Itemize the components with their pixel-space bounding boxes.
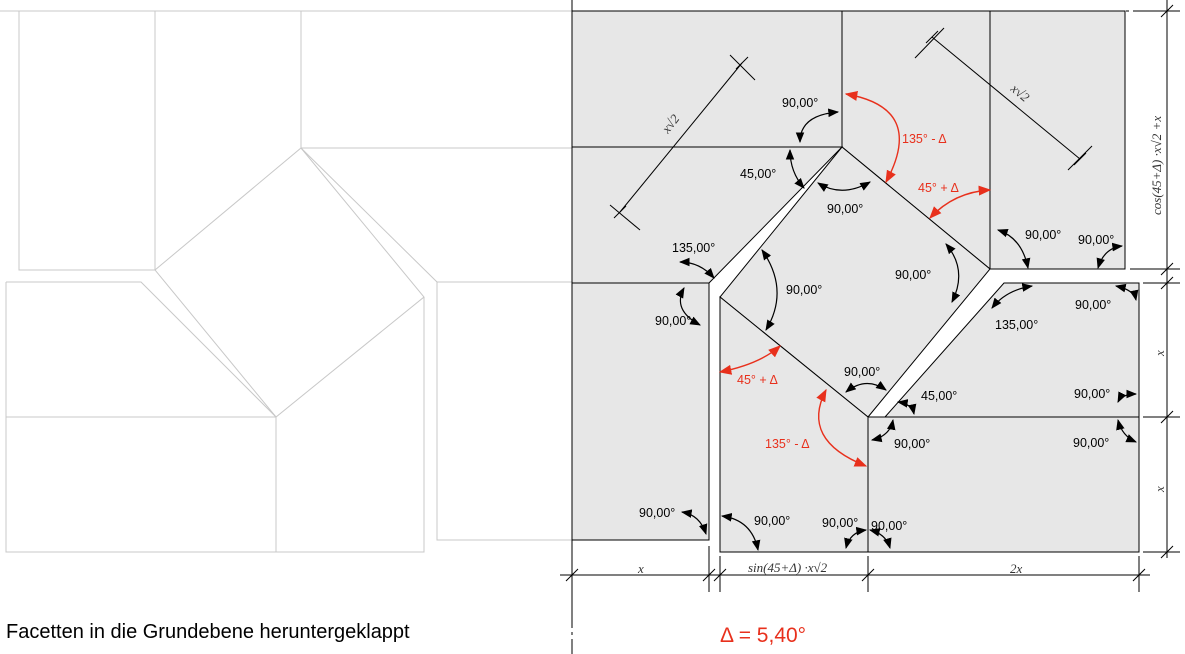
angle-label: 45,00°	[921, 389, 957, 403]
angle-label: 90,00°	[1074, 387, 1110, 401]
dimension-label-x: x	[637, 561, 644, 576]
angle-label: 90,00°	[786, 283, 822, 297]
angle-label-delta: 135° - Δ	[765, 437, 810, 451]
dimension-label-2x: 2x	[1010, 561, 1023, 576]
dimension-label-x: x	[1152, 486, 1167, 493]
angle-arcs	[675, 108, 1139, 552]
dimension-label-cos: cos(45+Δ) ·x√2 +x	[1149, 116, 1164, 215]
dimension-label-x: x	[1152, 350, 1167, 357]
delta-angle-arcs	[718, 90, 992, 467]
angle-label: 90,00°	[1078, 233, 1114, 247]
fold-lines	[572, 11, 991, 269]
angle-label: 90,00°	[782, 96, 818, 110]
angle-label: 90,00°	[822, 516, 858, 530]
angle-label: 90,00°	[1075, 298, 1111, 312]
top-reference-line	[571, 0, 1150, 654]
delta-value: Δ = 5,40°	[720, 624, 807, 647]
angle-label: 90,00°	[827, 202, 863, 216]
angle-label: 90,00°	[754, 514, 790, 528]
dimension-label-sin: sin(45+Δ) ·x√2	[748, 560, 828, 575]
angle-label: 90,00°	[639, 506, 675, 520]
angle-label-delta: 45° + Δ	[918, 181, 959, 195]
angle-label-delta: 135° - Δ	[902, 132, 947, 146]
angle-label: 135,00°	[672, 241, 715, 255]
angle-label: 90,00°	[894, 437, 930, 451]
angle-label: 90,00°	[844, 365, 880, 379]
angle-label: 90,00°	[895, 268, 931, 282]
dimension-lines	[560, 0, 1180, 592]
figure-caption: Facetten in die Grundebene heruntergekla…	[6, 621, 410, 643]
angle-label: 90,00°	[1073, 436, 1109, 450]
ghost-outline	[0, 10, 572, 553]
angle-label: 90,00°	[871, 519, 907, 533]
angle-label: 90,00°	[655, 314, 691, 328]
angle-label: 135,00°	[995, 318, 1038, 332]
angle-label: 45,00°	[740, 167, 776, 181]
angle-label: 90,00°	[1025, 228, 1061, 242]
angle-label-delta: 45° + Δ	[737, 373, 778, 387]
facets	[571, 10, 1140, 553]
